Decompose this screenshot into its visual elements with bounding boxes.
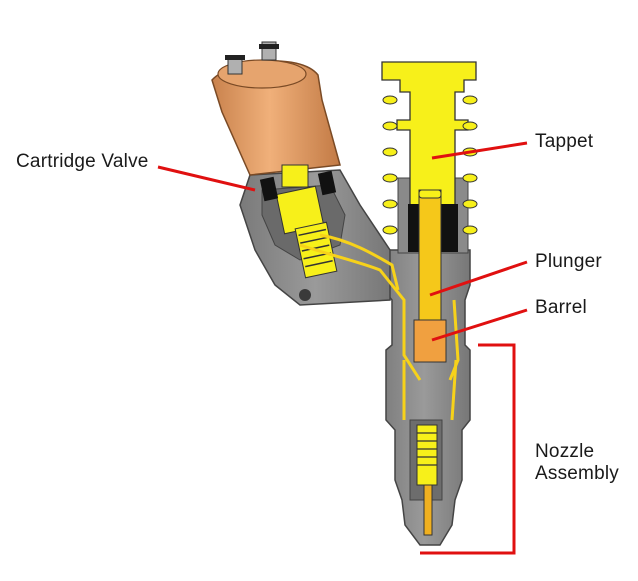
plunger-leader [429, 260, 528, 297]
fuel-passages [299, 233, 460, 421]
cartridge-valve-label: Cartridge Valve [16, 151, 149, 172]
nozzle-bracket [420, 343, 516, 555]
tappet-spring [382, 95, 478, 235]
tappet-leader [431, 141, 528, 160]
barrel-leader [431, 308, 528, 342]
nozzle-label-line2: Assembly [535, 463, 619, 484]
tappet-assembly [381, 61, 478, 341]
cartridge-valve-leader [157, 165, 256, 192]
nozzle-assembly-label: Nozzle Assembly [535, 441, 619, 485]
leader-lines [157, 141, 528, 555]
barrel-label: Barrel [535, 297, 587, 318]
plunger-label: Plunger [535, 251, 602, 272]
barrel-part [413, 319, 447, 363]
cartridge-valve-cap [211, 41, 341, 176]
nozzle-internals [416, 424, 438, 536]
tappet-label: Tappet [535, 131, 594, 152]
nozzle-label-line1: Nozzle [535, 441, 595, 462]
